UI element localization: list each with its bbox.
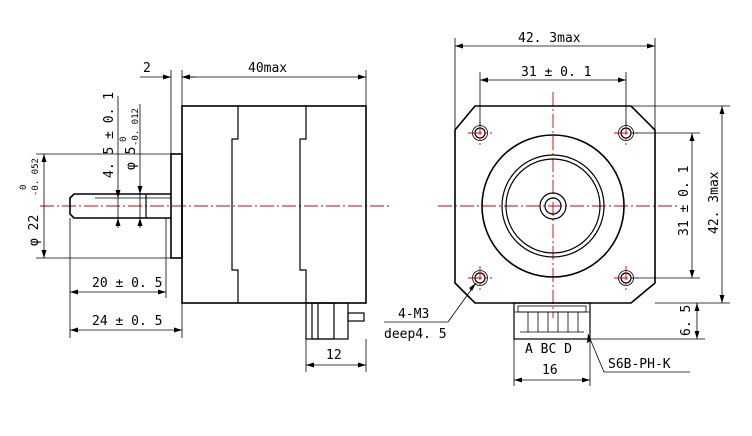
dim-conn-w-label: 12 — [326, 348, 342, 363]
note-depth: deep4. 5 — [384, 327, 447, 342]
side-body-step-right — [299, 106, 307, 303]
arrow — [480, 77, 488, 83]
side-connector-latch — [347, 312, 365, 322]
arrow — [137, 218, 143, 226]
arrow — [70, 327, 78, 333]
arrow — [41, 154, 47, 162]
connector-part-label: S6B-PH-K — [608, 357, 671, 372]
front-connector — [513, 302, 591, 340]
arrow — [719, 106, 725, 114]
arrow — [719, 295, 725, 303]
arrow — [469, 283, 476, 291]
dim-shaft-len-label: 20 ± 0. 5 — [92, 276, 162, 291]
arrow — [689, 270, 695, 278]
dim-boss-tol-up: 0 — [19, 185, 29, 190]
pin-labels: A BC D — [525, 342, 572, 357]
arrow — [358, 74, 366, 80]
front-circle-boss — [501, 154, 605, 258]
front-shaft-flat — [544, 197, 562, 215]
side-boss — [170, 153, 183, 259]
front-circle-outer — [481, 134, 625, 278]
dim-conn-h-label: 6. 5 — [679, 305, 694, 336]
dim-conn-len-label: 16 — [542, 363, 558, 378]
arrow — [647, 43, 655, 49]
arrow — [358, 362, 366, 368]
arrow — [70, 289, 78, 295]
side-body-step-left — [231, 106, 239, 303]
arrow — [182, 74, 190, 80]
dim-boss-tol-dn: -0. 052 — [31, 158, 41, 196]
note-thread: 4-M3 — [398, 307, 429, 322]
dim-height-label: 42. 3max — [707, 171, 722, 234]
dim-shaft-tol-up: 0 — [119, 137, 129, 142]
arrow — [618, 77, 626, 83]
side-connector-inner — [311, 302, 335, 340]
side-body — [181, 105, 367, 304]
arrow — [306, 362, 314, 368]
dim-width-label: 42. 3max — [518, 31, 581, 46]
mounting-hole-bl — [468, 266, 492, 290]
arrow — [174, 327, 182, 333]
side-shaft — [69, 193, 171, 219]
dim-body-label: 40max — [248, 61, 287, 76]
arrow — [158, 289, 166, 295]
dim-total-len-label: 24 ± 0. 5 — [92, 314, 162, 329]
dim-shaft-label: φ 5 — [124, 147, 139, 170]
arrow — [694, 331, 700, 339]
dim-hole-h-label: 31 ± 0. 1 — [521, 65, 591, 80]
front-shaft — [539, 192, 567, 220]
dim-hole-v-label: 31 ± 0. 1 — [677, 166, 692, 236]
dim-boss-label: φ 22 — [27, 215, 42, 246]
arrow — [689, 133, 695, 141]
arrow — [115, 218, 121, 226]
arrow — [514, 377, 522, 383]
arrow — [587, 334, 591, 343]
arrow — [455, 43, 463, 49]
arrow — [137, 186, 143, 194]
arrow — [163, 74, 171, 80]
arrow — [694, 303, 700, 311]
arrow — [41, 250, 47, 258]
arrow — [582, 377, 590, 383]
dim-flat-label: 4. 5 ± 0. 1 — [102, 92, 117, 178]
dim-flange-label: 2 — [143, 61, 151, 76]
front-body — [454, 105, 656, 304]
front-circle-boss-inner — [505, 158, 601, 254]
dim-shaft-tol-dn: -0. 012 — [131, 108, 141, 146]
arrow — [115, 190, 121, 198]
